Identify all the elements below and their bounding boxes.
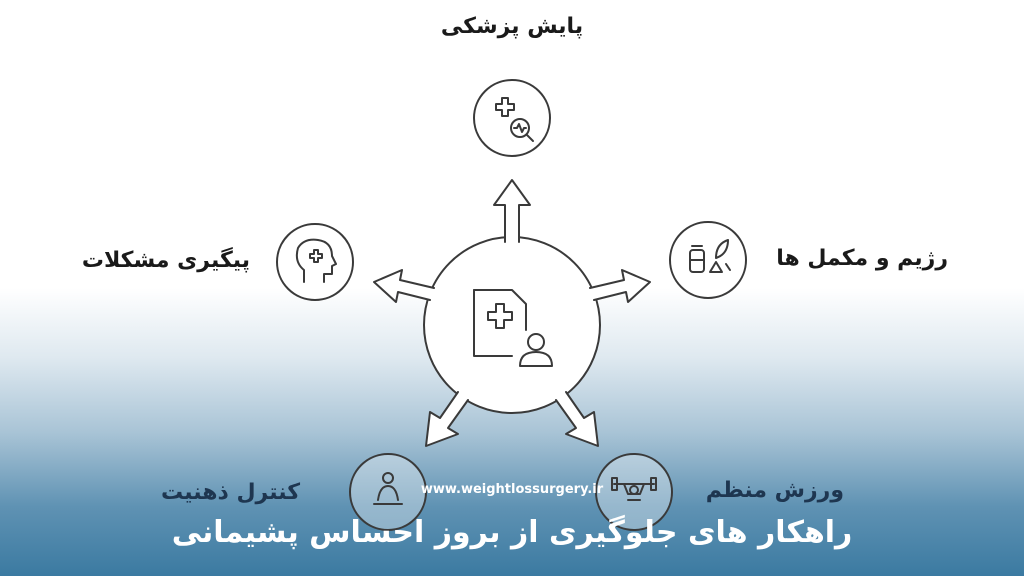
node-top — [473, 79, 551, 157]
weightlifting-icon — [611, 477, 657, 501]
node-top-label: پایش پزشکی — [440, 14, 584, 39]
node-bottom-left — [349, 453, 427, 531]
website-url: www.weightlossurgery.ir — [420, 482, 604, 497]
node-bottom-right — [595, 453, 673, 531]
head-health-icon — [295, 238, 337, 283]
arrow-down-right — [555, 391, 599, 447]
node-right-label: رژیم و مکمل ها — [776, 246, 948, 271]
node-right — [669, 221, 747, 299]
node-bottom-right-label: ورزش منظم — [705, 478, 844, 503]
medical-record-person-icon — [473, 289, 553, 367]
arrow-right — [589, 269, 651, 303]
diet-supplements-icon — [689, 239, 731, 273]
meditation-icon — [373, 472, 403, 505]
node-bottom-left-label: کنترل ذهنیت — [161, 480, 300, 505]
arrow-up — [493, 179, 531, 243]
node-left-label: پیگیری مشکلات — [81, 248, 250, 273]
center-hub — [373, 179, 651, 447]
medical-monitoring-icon — [495, 97, 534, 142]
node-left — [276, 223, 354, 301]
page-title: راهکار های جلوگیری از بروز احساس پشیمانی — [171, 515, 853, 550]
arrow-down-left — [425, 391, 469, 447]
arrow-left — [373, 269, 435, 303]
